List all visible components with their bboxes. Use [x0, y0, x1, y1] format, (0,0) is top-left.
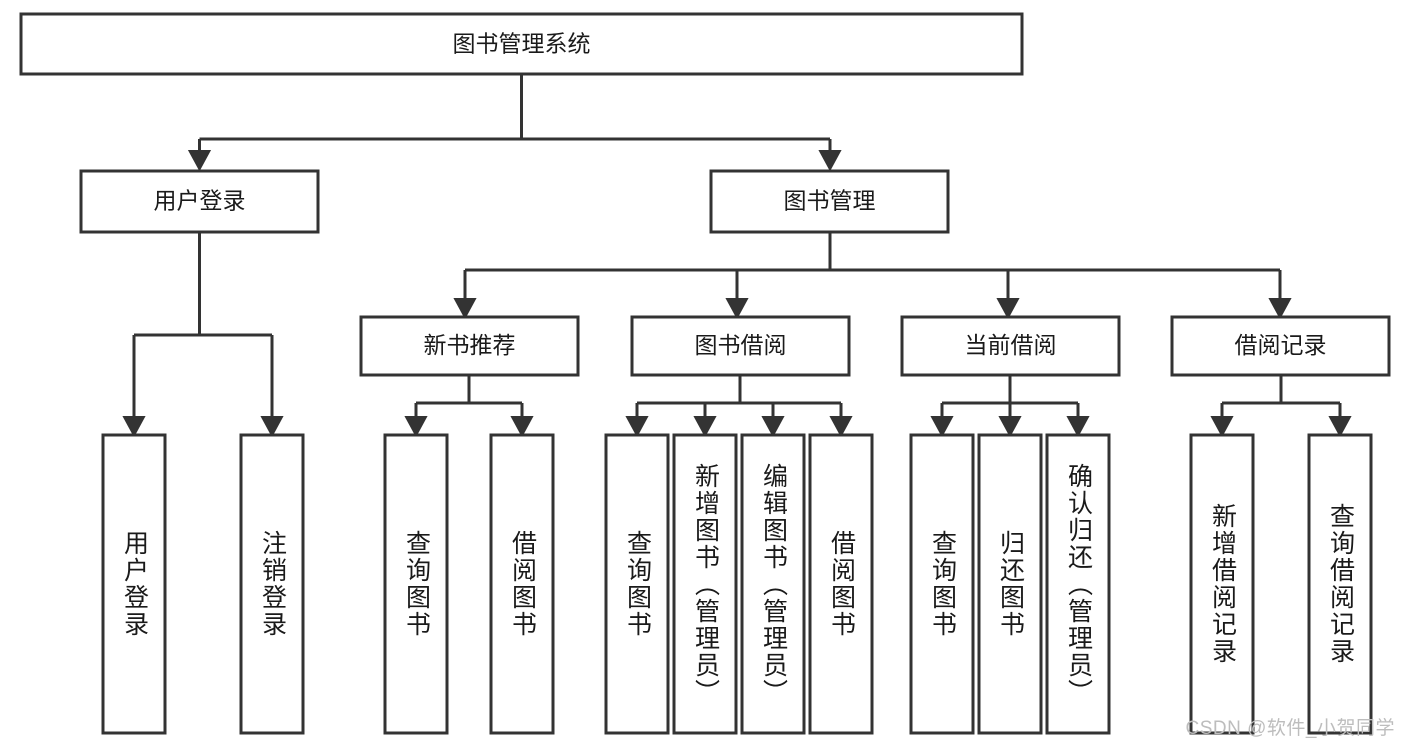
node-leaf-return-book[interactable]: [977, 433, 1043, 735]
node-borrow-record[interactable]: [1170, 315, 1391, 377]
node-leaf-query-book-3[interactable]: [909, 433, 975, 735]
node-label-borrow-record: 借阅记录: [1235, 332, 1327, 358]
node-label-book-borrow: 图书借阅: [695, 332, 787, 358]
node-leaf-borrow-book-2[interactable]: [808, 433, 874, 735]
node-user-login[interactable]: [79, 169, 320, 234]
node-leaf-confirm-return[interactable]: [1045, 433, 1111, 735]
node-book-management[interactable]: [709, 169, 950, 234]
node-label-book-management-system: 图书管理系统: [453, 31, 591, 57]
node-leaf-add-record[interactable]: [1189, 433, 1255, 735]
node-label-new-book-recommend: 新书推荐: [424, 332, 516, 358]
node-current-borrow[interactable]: [900, 315, 1121, 377]
node-book-management-system[interactable]: [19, 12, 1024, 76]
node-leaf-user-login[interactable]: [101, 433, 167, 735]
node-leaf-query-record[interactable]: [1307, 433, 1373, 735]
node-leaf-edit-book[interactable]: [740, 433, 806, 735]
node-leaf-query-book-1[interactable]: [383, 433, 449, 735]
node-book-borrow[interactable]: [630, 315, 851, 377]
node-leaf-query-book-2[interactable]: [604, 433, 670, 735]
node-leaf-logout-login[interactable]: [239, 433, 305, 735]
node-leaf-add-book[interactable]: [672, 433, 738, 735]
node-label-book-management: 图书管理: [784, 188, 876, 214]
node-new-book-recommend[interactable]: [359, 315, 580, 377]
csdn-watermark: CSDN @软件_小贺同学: [1185, 718, 1395, 739]
node-leaf-borrow-book-1[interactable]: [489, 433, 555, 735]
node-label-current-borrow: 当前借阅: [965, 332, 1057, 358]
node-label-user-login: 用户登录: [154, 188, 246, 214]
